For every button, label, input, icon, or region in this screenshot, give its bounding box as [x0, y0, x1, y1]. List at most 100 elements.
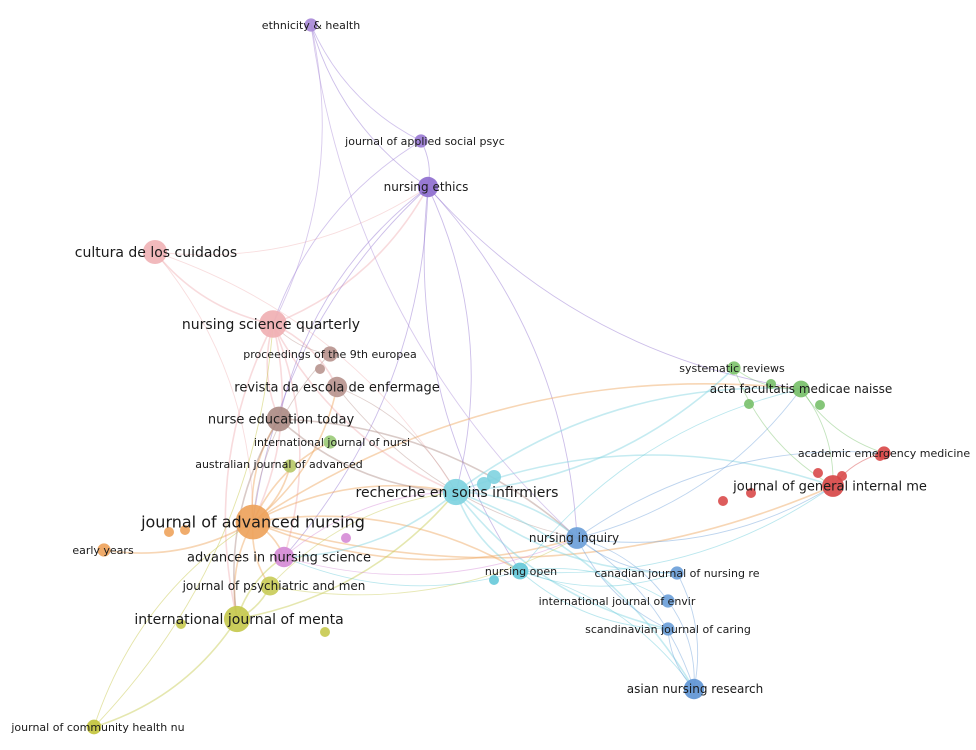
node-unlabeled[interactable]	[487, 470, 501, 484]
node-ans[interactable]	[273, 546, 295, 568]
node-ajadv[interactable]	[283, 459, 297, 473]
node-label-ethnicity[interactable]: ethnicity & health	[262, 19, 360, 32]
edge-nethics-ninq	[427, 186, 578, 539]
node-label-afmn[interactable]: acta facultatis medicae naisse	[710, 382, 892, 396]
node-label-ajadv[interactable]: australian journal of advanced	[195, 458, 363, 471]
node-unlabeled[interactable]	[718, 496, 728, 506]
edge-nopen-sjcs	[519, 570, 669, 630]
edge-nethics-jan	[252, 186, 429, 523]
node-ethnicity[interactable]	[304, 18, 318, 32]
node-nopen[interactable]	[511, 562, 529, 580]
node-label-rsi[interactable]: recherche en soins infirmiers	[356, 485, 559, 501]
edge-nopen-cjnr	[519, 570, 678, 587]
node-label-cjnr[interactable]: canadian journal of nursing re	[595, 567, 760, 580]
node-label-jpmh[interactable]: journal of psychiatric and men	[182, 579, 366, 593]
node-label-ninq[interactable]: nursing inquiry	[529, 531, 619, 545]
edge-rsi-sjcs	[455, 491, 669, 630]
edge-nethics-nopen	[423, 186, 521, 572]
edge-ninq-cjnr	[576, 537, 678, 574]
node-label-proc9[interactable]: proceedings of the 9th europea	[243, 348, 416, 361]
node-proc9[interactable]	[322, 346, 338, 362]
edge-jan-ninq	[252, 521, 578, 561]
node-unlabeled[interactable]	[489, 575, 499, 585]
node-label-revista[interactable]: revista da escola de enfermage	[234, 381, 439, 396]
node-label-early[interactable]: early years	[72, 544, 134, 557]
node-unlabeled[interactable]	[315, 364, 325, 374]
edge-nethics-net	[278, 186, 429, 420]
edge-nethics-rsi	[427, 186, 472, 493]
node-unlabeled[interactable]	[744, 399, 754, 409]
node-cjnr[interactable]	[670, 566, 684, 580]
node-unlabeled[interactable]	[320, 627, 330, 637]
node-unlabeled[interactable]	[176, 619, 186, 629]
node-label-nopen[interactable]: nursing open	[485, 565, 557, 578]
node-label-net[interactable]: nurse education today	[208, 413, 355, 428]
node-anr[interactable]	[683, 678, 705, 700]
edge-ijmh-rsi	[236, 491, 457, 620]
edge-ninq-afmn	[576, 388, 802, 539]
node-unlabeled[interactable]	[813, 468, 823, 478]
node-unlabeled[interactable]	[164, 527, 174, 537]
node-unlabeled[interactable]	[746, 488, 756, 498]
node-unlabeled[interactable]	[180, 525, 190, 535]
node-label-sysrev[interactable]: systematic reviews	[679, 362, 785, 375]
node-sysrev[interactable]	[727, 361, 741, 375]
node-label-nsq[interactable]: nursing science quarterly	[182, 317, 360, 333]
node-label-anr[interactable]: asian nursing research	[627, 682, 763, 696]
node-label-ans[interactable]: advances in nursing science	[187, 551, 371, 566]
edge-jan-nopen	[252, 515, 521, 572]
node-label-jgim[interactable]: journal of general internal me	[732, 480, 927, 495]
node-label-jasp[interactable]: journal of applied social psyc	[344, 135, 505, 148]
node-ijenv[interactable]	[661, 594, 675, 608]
node-unlabeled[interactable]	[766, 379, 776, 389]
edge-ninq-aem	[576, 451, 885, 539]
node-unlabeled[interactable]	[477, 477, 491, 491]
node-label-aem[interactable]: academic emergency medicine	[798, 447, 971, 460]
edge-jchn-nsq	[93, 323, 274, 728]
node-aem[interactable]	[877, 446, 891, 460]
node-nethics[interactable]	[417, 176, 439, 198]
node-revista[interactable]	[326, 376, 348, 398]
node-afmn[interactable]	[792, 380, 810, 398]
node-rsi[interactable]	[442, 478, 470, 506]
edge-net-rsi	[278, 418, 457, 493]
node-jan[interactable]	[235, 504, 271, 540]
node-cultura[interactable]	[143, 240, 167, 264]
node-jasp[interactable]	[414, 134, 428, 148]
node-jgim[interactable]	[822, 475, 844, 497]
node-sjcs[interactable]	[661, 622, 675, 636]
node-label-ijmh[interactable]: international journal of menta	[134, 612, 343, 628]
node-net[interactable]	[266, 406, 292, 432]
edge-jan-early	[103, 521, 254, 554]
edge-nsq-nethics	[272, 186, 429, 325]
node-label-sjcs[interactable]: scandinavian journal of caring	[585, 623, 751, 636]
node-label-jchn[interactable]: journal of community health nu	[10, 721, 184, 734]
node-label-nethics[interactable]: nursing ethics	[384, 180, 469, 194]
edges-layer	[93, 24, 885, 728]
node-jchn[interactable]	[86, 719, 102, 735]
node-ninq[interactable]	[566, 527, 588, 549]
edge-jasp-nsq	[272, 140, 422, 325]
node-early[interactable]	[97, 543, 111, 557]
edge-rsi-cjnr	[455, 491, 678, 574]
node-label-ijenv[interactable]: international journal of envir	[539, 595, 696, 608]
node-unlabeled[interactable]	[341, 533, 351, 543]
edge-cultura-rsi	[154, 251, 457, 493]
labels-layer: ethnicity & health journal of applied soc…	[10, 19, 970, 734]
node-jpmh[interactable]	[260, 576, 280, 596]
node-nsq[interactable]	[259, 310, 287, 338]
node-ijnurs[interactable]	[323, 435, 337, 449]
node-label-jan[interactable]: journal of advanced nursing	[140, 513, 365, 532]
edge-jan-jgim	[252, 485, 834, 559]
node-ijmh[interactable]	[223, 605, 251, 633]
edge-nethics-ans	[283, 186, 429, 558]
node-label-cultura[interactable]: cultura de los cuidados	[75, 245, 237, 261]
edge-ijmh-jchn	[93, 618, 238, 728]
edge-net-ninq	[278, 418, 578, 539]
edge-rsi-anr	[455, 491, 695, 690]
node-unlabeled[interactable]	[815, 400, 825, 410]
edge-jan-rsi	[252, 484, 457, 523]
edge-rsi-ans	[283, 491, 457, 558]
node-label-ijnurs[interactable]: international journal of nursi	[254, 436, 410, 449]
edge-ijenv-anr	[667, 600, 695, 690]
